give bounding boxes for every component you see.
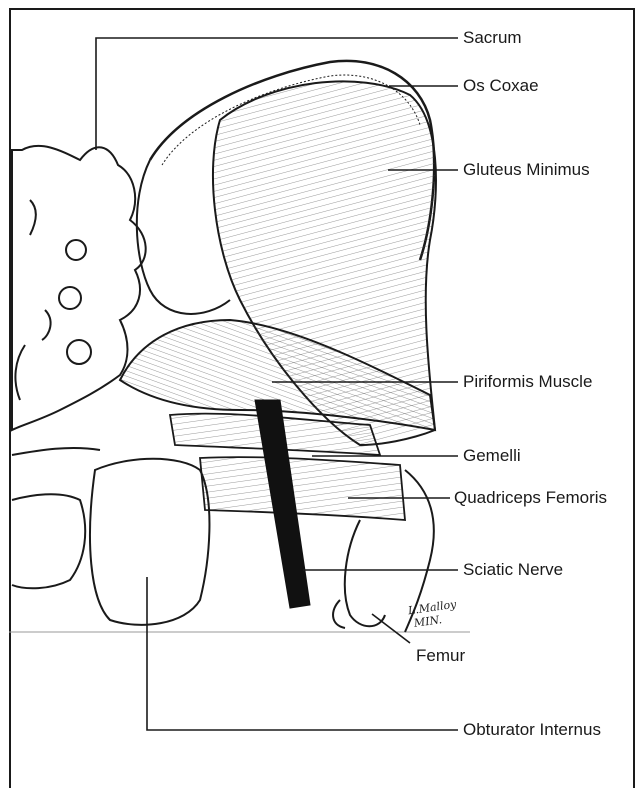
leader-femur: [372, 614, 410, 643]
obturator-internus-shape: [12, 448, 209, 625]
label-os-coxae: Os Coxae: [463, 76, 539, 96]
label-obturator-internus: Obturator Internus: [463, 720, 601, 740]
label-gemelli: Gemelli: [463, 446, 521, 466]
quadriceps-femoris-shape: [200, 457, 405, 520]
label-gluteus-minimus: Gluteus Minimus: [463, 160, 590, 180]
label-femur: Femur: [416, 646, 465, 666]
label-sacrum: Sacrum: [463, 28, 522, 48]
label-piriformis-muscle: Piriformis Muscle: [463, 372, 592, 392]
label-quadriceps-femoris: Quadriceps Femoris: [454, 488, 607, 508]
label-sciatic-nerve: Sciatic Nerve: [463, 560, 563, 580]
sacrum-shape: [12, 146, 146, 430]
